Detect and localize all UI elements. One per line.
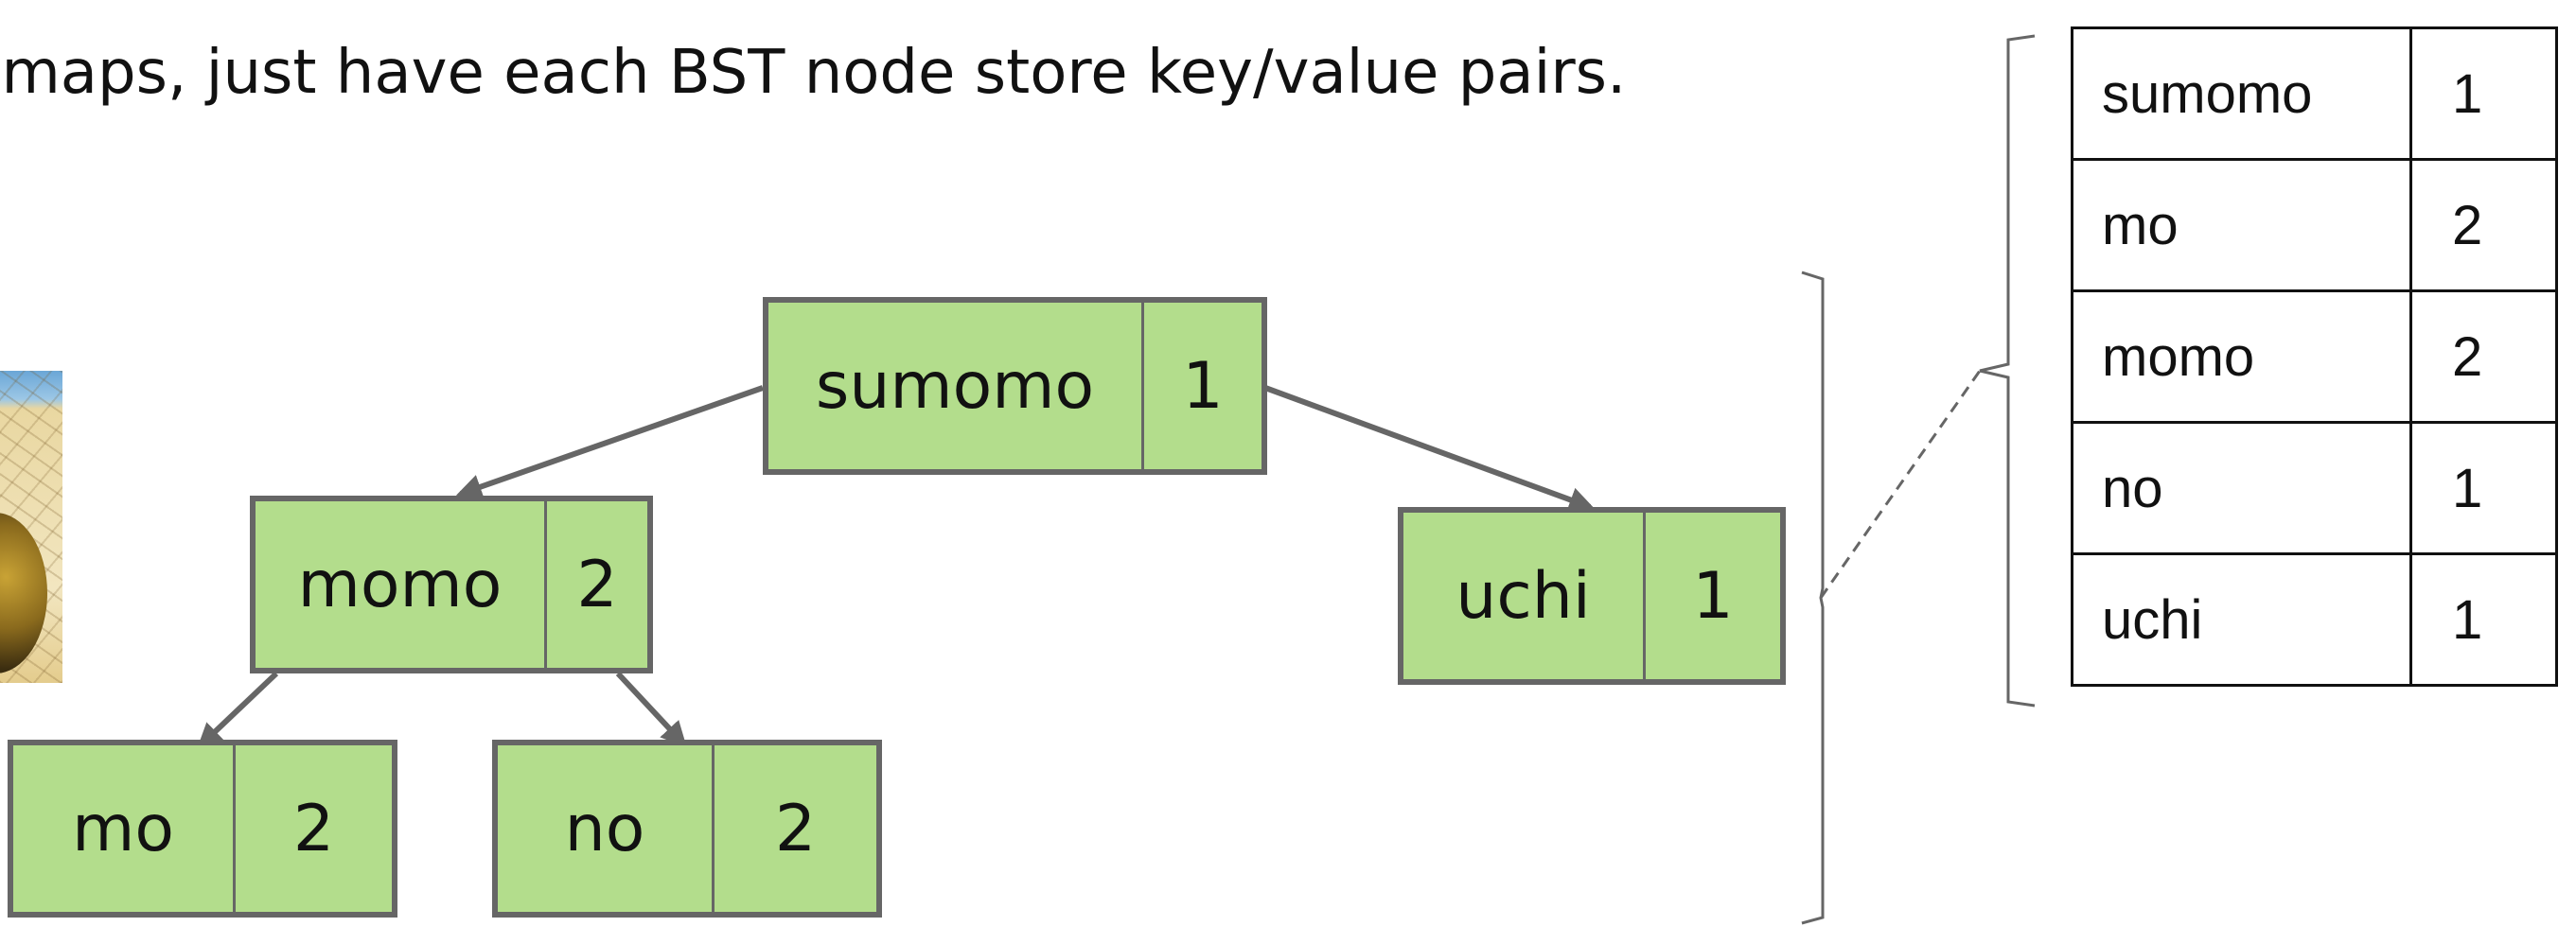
node-root: sumomo 1 — [763, 297, 1267, 475]
table-value-cell: 1 — [2409, 26, 2558, 161]
edge-root-left — [455, 385, 764, 499]
table-value-cell: 1 — [2409, 552, 2558, 687]
edge-left-rightchild — [615, 671, 687, 747]
table-key-cell: mo — [2071, 158, 2412, 292]
slide-headline: t maps, just have each BST node store ke… — [0, 38, 1627, 108]
edge-left-leftchild — [197, 671, 279, 749]
table-key-cell: sumomo — [2071, 26, 2412, 161]
node-left-key: momo — [297, 547, 503, 622]
node-left-value: 2 — [544, 501, 647, 668]
table-key-cell: uchi — [2071, 552, 2412, 687]
table-row: mo 2 — [2071, 158, 2558, 292]
node-root-key: sumomo — [815, 348, 1095, 424]
tree-bracket — [1801, 271, 1825, 925]
key-value-table: sumomo 1 mo 2 momo 2 no 1 uchi 1 — [2071, 26, 2558, 687]
table-key-cell: momo — [2071, 289, 2412, 424]
table-key-cell: no — [2071, 421, 2412, 555]
table-row: uchi 1 — [2071, 552, 2558, 687]
node-right: uchi 1 — [1398, 507, 1786, 685]
table-value-cell: 2 — [2409, 289, 2558, 424]
table-row: sumomo 1 — [2071, 26, 2558, 161]
table-bracket — [1979, 34, 2036, 708]
table-row: momo 2 — [2071, 289, 2558, 424]
node-right-key: uchi — [1456, 558, 1591, 634]
node-root-value: 1 — [1141, 303, 1262, 469]
node-right-value: 1 — [1643, 513, 1780, 679]
dashed-connector — [1819, 370, 1982, 599]
table-row: no 1 — [2071, 421, 2558, 555]
node-left-right-key: no — [564, 791, 645, 866]
node-left-left-key: mo — [72, 791, 174, 866]
table-value-cell: 1 — [2409, 421, 2558, 555]
table-value-cell: 2 — [2409, 158, 2558, 292]
node-left-left-value: 2 — [233, 745, 392, 912]
cropped-photo — [0, 371, 62, 683]
node-left-left: mo 2 — [8, 740, 397, 918]
node-left: momo 2 — [250, 496, 653, 673]
edge-root-right — [1263, 385, 1596, 513]
node-left-right-value: 2 — [712, 745, 876, 912]
node-left-right: no 2 — [492, 740, 882, 918]
